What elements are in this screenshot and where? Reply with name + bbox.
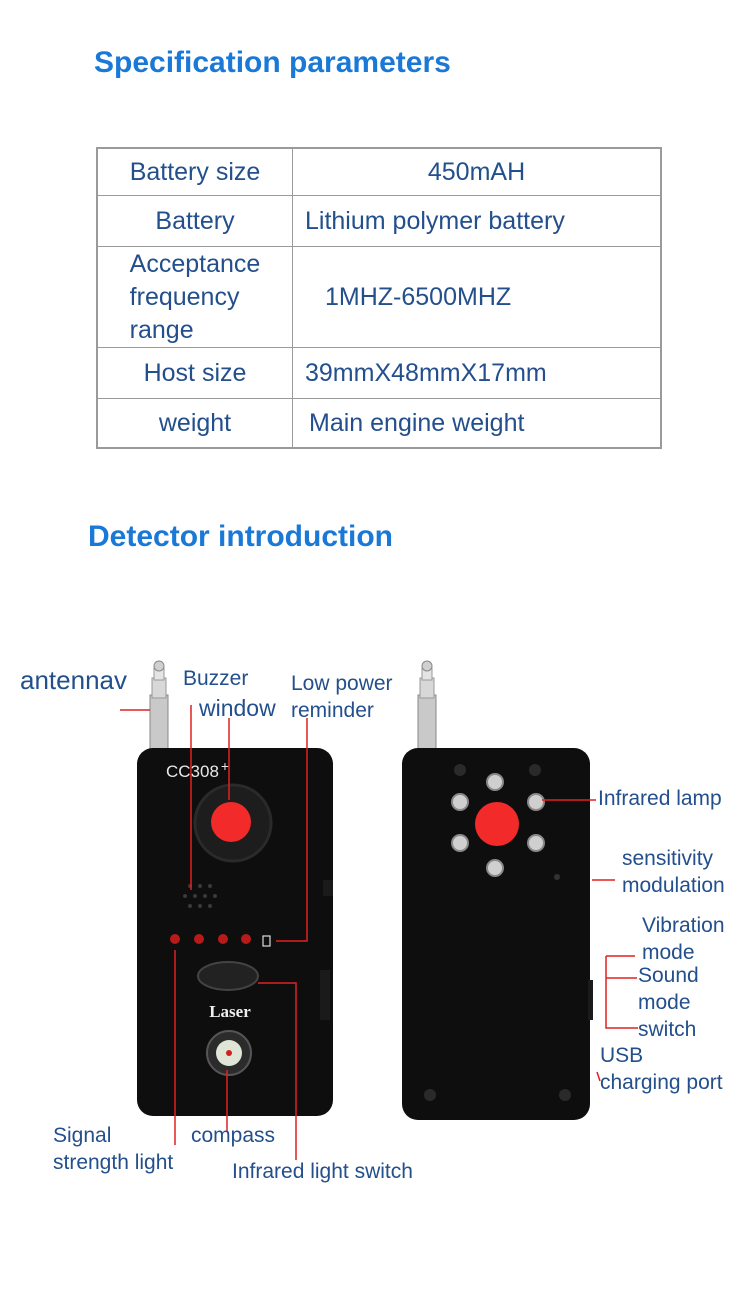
laser-label: Laser	[209, 1002, 251, 1021]
front-body	[137, 748, 333, 1116]
label-buzzer: Buzzer	[183, 667, 249, 690]
spec-key: Host size	[96, 347, 293, 399]
battery-icon	[262, 935, 271, 947]
spec-row: weight Main engine weight	[96, 398, 662, 449]
model-label: CC308+	[166, 758, 229, 781]
device-diagram: CC308+ Laser	[120, 660, 638, 1160]
label-compass: compass	[191, 1124, 276, 1147]
label-low-power: Low power reminder	[291, 672, 393, 722]
front-antenna	[149, 660, 169, 756]
spec-key: Battery	[96, 195, 293, 247]
spec-value: Lithium polymer battery	[292, 195, 662, 247]
spec-value: 39mmX48mmX17mm	[292, 347, 662, 399]
laser-button	[197, 961, 259, 991]
spec-value: 1MHZ-6500MHZ	[292, 246, 662, 348]
label-vibration: Vibration mode	[642, 914, 725, 964]
detector-title: Detector introduction	[88, 520, 393, 553]
signal-leds	[170, 934, 251, 944]
back-lens	[475, 802, 519, 846]
label-window: window	[199, 695, 276, 721]
buzzer-grill	[183, 884, 217, 908]
spec-key: Acceptance frequency range	[129, 249, 261, 344]
label-usb: USB charging port	[600, 1044, 723, 1094]
label-antenna: antennav	[20, 665, 127, 695]
label-infrared-lamp: Infrared lamp	[598, 787, 722, 810]
window-lens	[211, 802, 251, 842]
spec-title: Specification parameters	[94, 46, 451, 79]
spec-row: Acceptance frequency range 1MHZ-6500MHZ	[96, 246, 662, 348]
label-sound: Sound mode switch	[638, 964, 699, 1041]
callout-lines	[120, 705, 638, 1160]
spec-row: Battery Lithium polymer battery	[96, 195, 662, 247]
infrared-lamps	[451, 773, 545, 877]
spec-table: Battery size 450mAH Battery Lithium poly…	[96, 147, 662, 449]
label-signal: Signal strength light	[53, 1124, 174, 1174]
spec-row: Battery size 450mAH	[96, 147, 662, 196]
spec-key: weight	[96, 398, 293, 449]
label-sensitivity: sensitivity modulation	[622, 847, 725, 897]
spec-key: Battery size	[96, 147, 293, 196]
spec-value: Main engine weight	[292, 398, 662, 449]
spec-value: 450mAH	[292, 147, 662, 196]
spec-row: Host size 39mmX48mmX17mm	[96, 347, 662, 399]
back-antenna	[417, 660, 437, 756]
label-infrared-switch: Infrared light switch	[232, 1160, 413, 1183]
